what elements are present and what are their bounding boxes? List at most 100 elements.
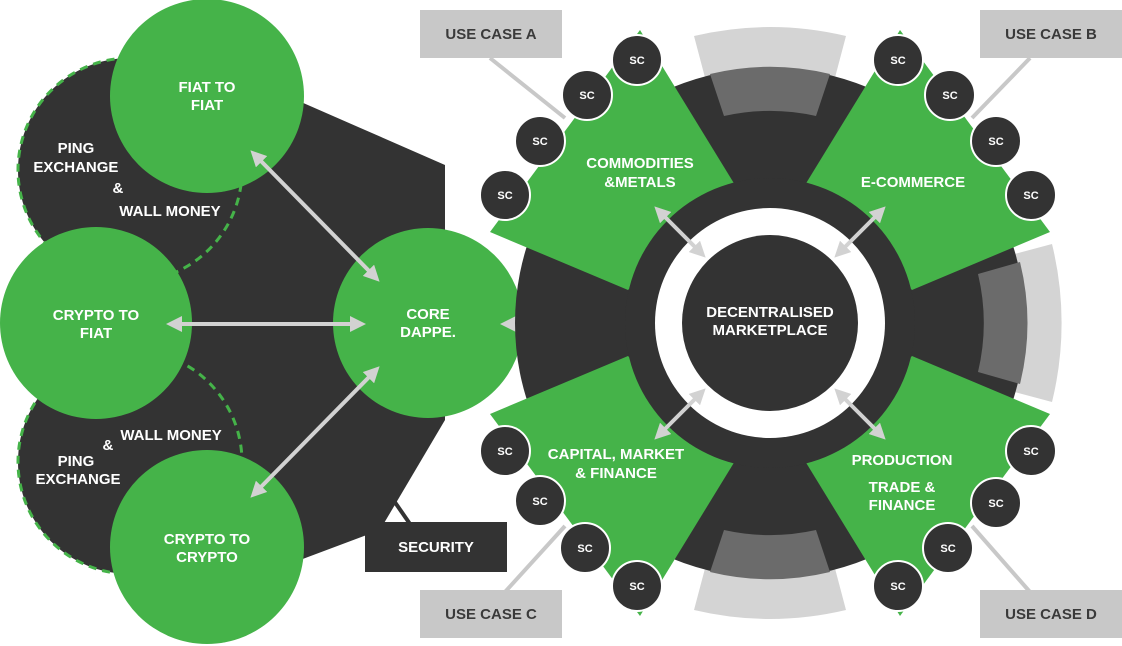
sc-node-label: SC	[988, 136, 1003, 148]
sc-node: SC	[611, 560, 663, 612]
use-case-a-box	[420, 10, 562, 58]
sc-node: SC	[970, 115, 1022, 167]
exchange-bottom-line-2: &	[102, 437, 113, 454]
sc-node: SC	[1005, 169, 1057, 221]
sc-node-label: SC	[890, 55, 905, 67]
fiat-to-fiat-line-1: FIAT TO	[179, 79, 236, 96]
arrow-ecommerce-center	[834, 206, 886, 258]
capital-line-1: CAPITAL, MARKET	[548, 446, 684, 463]
sc-node: SC	[559, 522, 611, 574]
sc-nodes: SC SC SC SC SC SC SC SC SC SC SC SC SC S…	[479, 34, 1057, 612]
use-case-d-label: USE CASE D	[1005, 606, 1097, 623]
sc-node-label: SC	[1023, 190, 1038, 202]
commodities-label: COMMODITIES&METALS	[586, 155, 694, 191]
production-line-1: PRODUCTION	[852, 452, 953, 469]
sc-node: SC	[1005, 425, 1057, 477]
use-case-a-label: USE CASE A	[445, 26, 536, 43]
crypto-to-fiat-line-1: CRYPTO TO	[53, 307, 140, 324]
use-case-c-box	[420, 590, 562, 638]
connector-use-case-b	[970, 56, 1032, 120]
sc-node: SC	[872, 560, 924, 612]
use-case-b-label: USE CASE B	[1005, 26, 1097, 43]
sc-node-label: SC	[890, 581, 905, 593]
sc-node-label: SC	[940, 543, 955, 555]
center-line-2: MARKETPLACE	[713, 322, 828, 339]
connector-use-case-d	[970, 524, 1032, 594]
inner-arc-right	[978, 262, 1028, 384]
sc-node-label: SC	[497, 190, 512, 202]
exchange-top-line-1: PING	[58, 140, 95, 157]
sc-node-label: SC	[579, 90, 594, 102]
crypto-to-crypto-circle	[110, 450, 304, 644]
sc-node-label: SC	[497, 446, 512, 458]
connector-use-case-a	[488, 56, 567, 120]
ecommerce-line-1: E-COMMERCE	[861, 174, 965, 191]
core-dapp-circle	[333, 228, 523, 418]
sc-node-label: SC	[532, 136, 547, 148]
sc-node: SC	[479, 425, 531, 477]
use-case-d-box	[980, 590, 1122, 638]
security-box	[365, 522, 507, 572]
sc-node-label: SC	[629, 55, 644, 67]
arrow-commodities-center	[654, 206, 706, 258]
arrow-capital-center	[654, 388, 706, 440]
arrow-production-center	[834, 388, 886, 440]
exchange-bottom-line-1: WALL MONEY	[120, 427, 221, 444]
exchange-top-line-3: &	[112, 180, 123, 197]
connector-use-case-c	[503, 524, 567, 594]
sc-node: SC	[872, 34, 924, 86]
sc-node: SC	[561, 69, 613, 121]
sc-node-label: SC	[942, 90, 957, 102]
crypto-to-crypto-line-2: CRYPTO	[176, 549, 238, 566]
sc-node: SC	[970, 477, 1022, 529]
exchange-top-line-2: EXCHANGE	[33, 159, 118, 176]
core-dapp-line-1: CORE	[406, 306, 449, 323]
sc-node: SC	[514, 115, 566, 167]
sc-node-label: SC	[988, 498, 1003, 510]
exchange-bottom-line-3: PING	[58, 453, 95, 470]
exchange-top-line-4: WALL MONEY	[119, 203, 220, 220]
sc-node-label: SC	[577, 543, 592, 555]
inner-arc-bottom	[710, 530, 830, 580]
capital-line-2: & FINANCE	[575, 465, 657, 482]
production-label: PRODUCTION TRADE &FINANCE	[852, 452, 953, 514]
crypto-to-fiat-line-2: FIAT	[80, 325, 112, 342]
arrow-cryptocrypto-core	[250, 366, 380, 498]
security-connector	[390, 496, 412, 526]
core-dapp-line-2: DAPPE.	[400, 324, 456, 341]
exchange-bottom-line-4: EXCHANGE	[35, 471, 120, 488]
crypto-to-crypto-line-1: CRYPTO TO	[164, 531, 251, 548]
inner-arc-top	[710, 66, 830, 116]
use-case-b-box	[980, 10, 1122, 58]
crypto-to-fiat-circle	[0, 227, 192, 419]
arrow-fiat-core	[250, 150, 380, 282]
sc-node-label: SC	[532, 496, 547, 508]
sc-node-label: SC	[629, 581, 644, 593]
production-line-2: TRADE &	[869, 479, 936, 496]
fiat-to-fiat-line-2: FIAT	[191, 97, 223, 114]
use-case-c-label: USE CASE C	[445, 606, 537, 623]
exchange-bottom-label: WALL MONEY & PING EXCHANGE	[35, 427, 225, 488]
exchange-top-label: PING EXCHANGE & WALL MONEY	[33, 140, 220, 220]
commodities-line-1: COMMODITIES	[586, 155, 694, 172]
sc-node: SC	[514, 475, 566, 527]
sc-node: SC	[479, 169, 531, 221]
security-label: SECURITY	[398, 539, 474, 556]
commodities-line-2: &METALS	[604, 174, 675, 191]
center-circle	[682, 235, 858, 411]
sc-node: SC	[922, 522, 974, 574]
capital-label: CAPITAL, MARKET & FINANCE	[548, 446, 684, 482]
center-line-1: DECENTRALISED	[706, 304, 834, 321]
sc-node-label: SC	[1023, 446, 1038, 458]
production-line-3: FINANCE	[869, 497, 936, 514]
ecommerce-label: E-COMMERCE	[861, 174, 965, 191]
fiat-to-fiat-circle	[110, 0, 304, 193]
sc-node: SC	[924, 69, 976, 121]
sc-node: SC	[611, 34, 663, 86]
